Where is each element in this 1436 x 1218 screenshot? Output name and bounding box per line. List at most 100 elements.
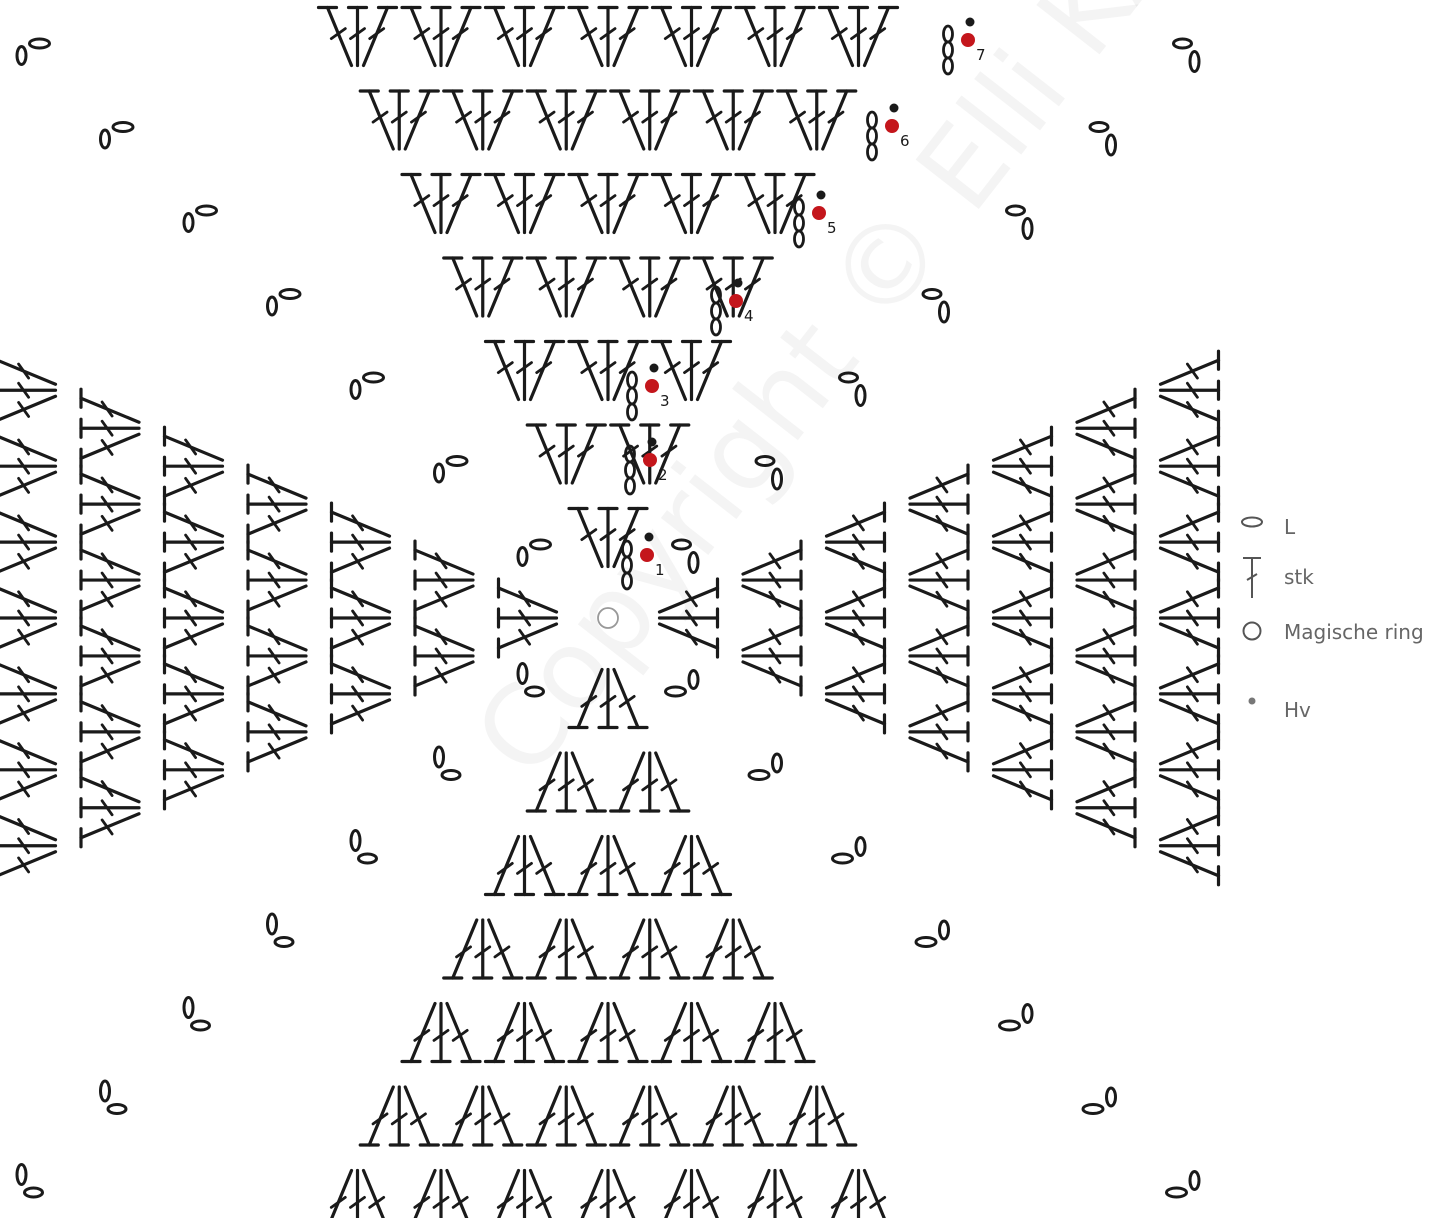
slip-dot [648,438,657,447]
round-number: 3 [660,392,670,410]
dc-cluster-100 [778,91,856,149]
round-number: 1 [655,561,665,579]
chain-corner-19 [435,747,461,780]
chain-corner-77 [1007,206,1033,239]
dc-cluster-114 [0,427,56,505]
start-dot [812,206,826,220]
dc-cluster-130 [0,731,56,809]
round-marker-5: 5 [795,191,837,248]
dc-cluster-68 [653,175,731,233]
dc-cluster-30 [332,655,390,733]
dc-cluster-91 [1077,541,1135,619]
dc-cluster-118 [0,503,56,581]
dc-cluster-56 [402,175,480,233]
dc-cluster-90 [81,541,139,619]
dc-cluster-46 [248,617,306,695]
dc-cluster-71 [994,655,1052,733]
dc-cluster-0 [569,509,647,567]
slip-dot [645,533,654,542]
legend-item-chain: L [1236,510,1436,540]
dc-cluster-81 [360,1087,438,1145]
dc-cluster-28 [653,342,731,400]
dc-cluster-94 [81,617,139,695]
dc-cluster-37 [444,920,522,978]
start-dot [640,548,654,562]
round-marker-6: 6 [868,104,910,161]
dc-cluster-122 [0,579,56,657]
dc-cluster-117 [486,1171,564,1218]
legend-label-double-crochet: stk [1284,565,1314,589]
dc-cluster-132 [820,8,898,66]
dc-cluster-57 [402,1004,480,1062]
dc-cluster-39 [910,465,968,543]
dc-cluster-116 [486,8,564,66]
dc-cluster-51 [910,693,968,771]
dc-cluster-70 [165,655,223,733]
round-number: 7 [976,46,986,64]
chain-corner-7 [518,664,544,697]
dc-cluster-109 [319,1171,397,1218]
dc-cluster-27 [827,579,885,657]
dc-cluster-115 [1161,427,1219,505]
chain-corner-18 [749,754,782,780]
chain-corner-54 [916,921,949,947]
dc-cluster-65 [569,1004,647,1062]
dc-cluster-131 [1161,731,1219,809]
chain-corner-105 [1090,123,1116,156]
dc-cluster-97 [694,1087,772,1145]
start-dot [729,294,743,308]
dc-cluster-108 [319,8,397,66]
chain-corner-139 [17,1165,43,1198]
dc-cluster-29 [653,837,731,895]
double-crochet-icon [1240,554,1264,604]
dc-cluster-121 [569,1171,647,1218]
chain-corner-32 [351,373,384,399]
slip-dot [817,191,826,200]
dc-cluster-63 [994,503,1052,581]
dc-cluster-123 [1161,579,1219,657]
chain-corner-55 [268,914,294,947]
dc-cluster-127 [1161,655,1219,733]
dc-cluster-20 [486,342,564,400]
dc-cluster-61 [486,1004,564,1062]
dc-cluster-113 [402,1171,480,1218]
round-marker-1: 1 [623,533,665,590]
dc-cluster-2 [499,579,557,657]
dc-cluster-58 [165,427,223,505]
dc-cluster-96 [694,91,772,149]
legend-label-chain: L [1284,515,1295,539]
dc-cluster-93 [611,1087,689,1145]
dc-cluster-62 [165,503,223,581]
dc-cluster-112 [402,8,480,66]
slip-dot [966,18,975,27]
magic-ring [598,608,618,628]
chain-corner-106 [1083,1088,1116,1114]
dc-cluster-40 [527,258,605,316]
dc-cluster-110 [0,351,56,429]
dc-cluster-44 [611,258,689,316]
dc-cluster-129 [736,1171,814,1218]
dc-cluster-25 [569,837,647,895]
legend-label-slip-stitch: Hv [1284,698,1311,722]
legend: L stk Magische ring Hv [1236,505,1436,735]
dc-cluster-85 [444,1087,522,1145]
chain-corner-17 [756,457,782,490]
dc-cluster-111 [1161,351,1219,429]
dc-cluster-92 [611,91,689,149]
slip-dot [650,364,659,373]
chain-oval-icon [1240,510,1264,534]
dc-cluster-89 [527,1087,605,1145]
chain-corner-138 [1167,1172,1200,1198]
chain-corner-16 [435,457,468,483]
chain-corner-52 [268,290,301,316]
dc-cluster-125 [653,1171,731,1218]
dc-cluster-47 [910,617,968,695]
dc-cluster-3 [660,579,718,657]
chain-corner-4 [518,540,551,566]
dc-cluster-36 [444,258,522,316]
chain-corner-5 [673,540,699,573]
round-number: 4 [744,307,754,325]
dc-cluster-69 [653,1004,731,1062]
round-number: 6 [900,132,910,150]
